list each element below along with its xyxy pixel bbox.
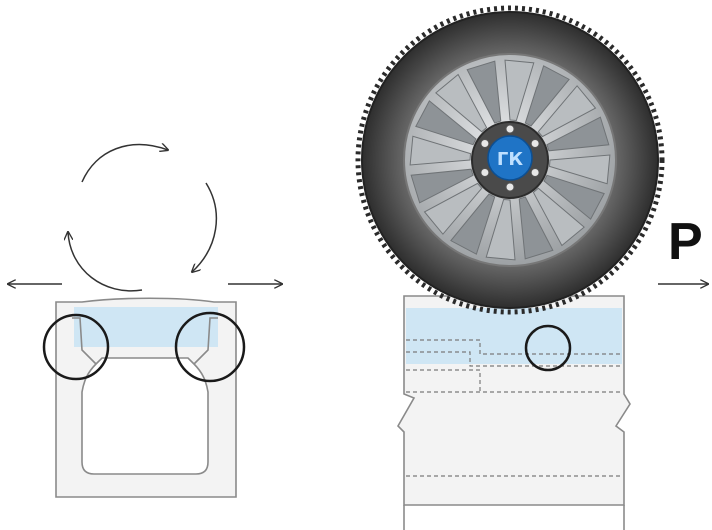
rim-spoke xyxy=(548,154,611,185)
rim-spoke xyxy=(485,198,516,261)
left-joint-circle xyxy=(42,313,110,381)
rim-spoke xyxy=(450,193,496,255)
rim-spoke xyxy=(435,73,488,133)
rim-spoke xyxy=(543,174,605,220)
force-label: P xyxy=(668,213,703,271)
rim-spoke xyxy=(537,85,597,138)
rim-spoke xyxy=(409,135,472,166)
rim-spoke xyxy=(410,168,474,204)
tile-side-section xyxy=(397,295,631,530)
rim-spoke xyxy=(466,60,502,124)
rim-spoke xyxy=(524,65,570,127)
hub-logo-badge xyxy=(487,135,533,181)
rim-spoke xyxy=(518,196,554,260)
top-highlight-band xyxy=(74,307,218,347)
rotation-arrows-icon xyxy=(68,145,218,292)
wheel-bolts xyxy=(480,124,540,192)
wheel: ГК xyxy=(355,5,665,315)
hub-logo: ГК xyxy=(497,149,523,170)
side-joint-circle xyxy=(524,324,572,372)
rim-spoke xyxy=(423,182,483,235)
right-joint-circle xyxy=(174,311,246,383)
wheel-bolt xyxy=(530,139,540,148)
side-highlight-band xyxy=(406,308,622,364)
rim-spokes xyxy=(409,59,611,261)
wheel-bolt xyxy=(480,168,490,177)
rim-spoke xyxy=(546,116,610,152)
rim-spoke xyxy=(415,100,477,146)
rim-spoke xyxy=(532,187,585,247)
wheel-bolt xyxy=(480,139,490,148)
wheel-bolt xyxy=(505,182,515,192)
rim-spoke xyxy=(504,59,535,122)
tile-cross-section xyxy=(42,297,246,498)
wheel-bolt xyxy=(530,168,540,177)
tile-inner-cavity xyxy=(81,357,209,475)
wheel-bolt xyxy=(505,124,515,134)
